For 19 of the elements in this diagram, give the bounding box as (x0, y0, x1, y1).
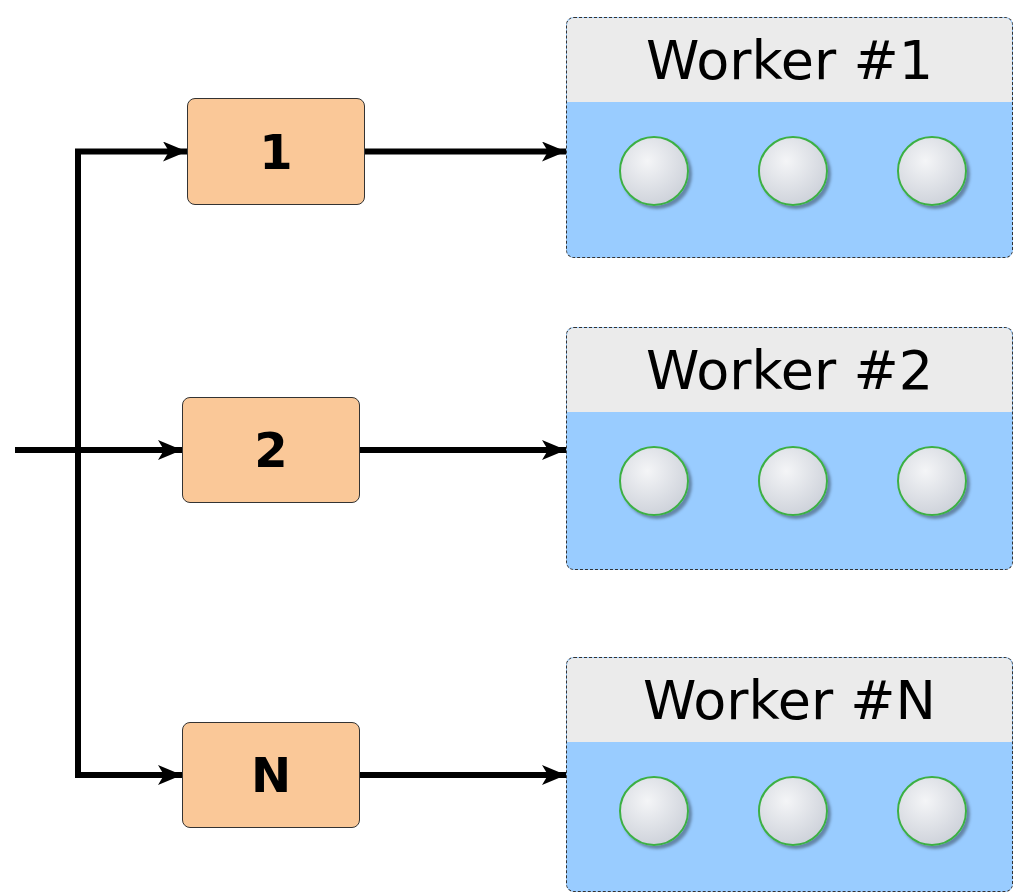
worker-panel (566, 17, 1013, 258)
worker-panel (566, 327, 1013, 570)
arrow (360, 765, 566, 785)
arrow (15, 447, 182, 785)
worker-title: Worker #2 (646, 338, 933, 402)
arrow (365, 141, 566, 162)
worker-title: Worker #N (642, 668, 936, 732)
box-label: 2 (254, 422, 288, 478)
worker-panel (566, 657, 1013, 892)
box-label: 1 (259, 123, 293, 180)
process-box (182, 397, 360, 503)
arrow (360, 440, 566, 460)
circle-node (758, 776, 828, 846)
process-box (187, 98, 365, 205)
worker-title: Worker #1 (646, 28, 933, 92)
process-box (182, 722, 360, 828)
circle-node (758, 136, 828, 206)
box-label: N (250, 747, 292, 803)
circle-node (758, 446, 828, 516)
